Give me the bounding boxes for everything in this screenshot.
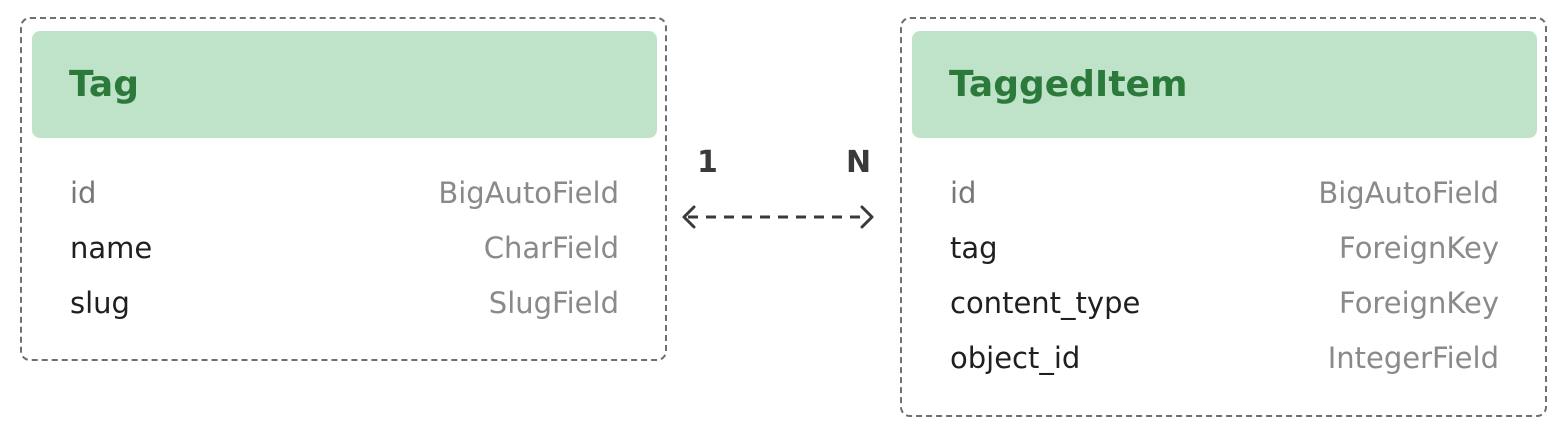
entity-header: Tag <box>32 31 657 138</box>
field-type: ForeignKey <box>1339 285 1499 320</box>
field-name: id <box>950 175 977 210</box>
entity-header: TaggedItem <box>912 31 1537 138</box>
field-row: slug SlugField <box>70 275 619 330</box>
entity-title: Tag <box>69 64 139 105</box>
arrowhead-left-icon <box>682 205 696 229</box>
arrowhead-right-icon <box>860 205 874 229</box>
field-name: tag <box>950 230 998 265</box>
field-row: name CharField <box>70 220 619 275</box>
field-list: id BigAutoField tag ForeignKey content_t… <box>950 165 1499 385</box>
left-cardinality-label: 1 <box>697 145 718 180</box>
relationship-arrow <box>682 205 874 229</box>
field-type: IntegerField <box>1327 340 1499 375</box>
field-name: name <box>70 230 153 265</box>
field-name: id <box>70 175 97 210</box>
field-list: id BigAutoField name CharField slug Slug… <box>70 165 619 330</box>
field-row: content_type ForeignKey <box>950 275 1499 330</box>
field-type: BigAutoField <box>1318 175 1499 210</box>
field-row: id BigAutoField <box>950 165 1499 220</box>
entity-taggeditem: TaggedItem id BigAutoField tag ForeignKe… <box>900 17 1547 417</box>
field-type: SlugField <box>488 285 619 320</box>
field-name: object_id <box>950 340 1081 375</box>
field-row: tag ForeignKey <box>950 220 1499 275</box>
right-cardinality-label: N <box>846 145 872 180</box>
field-type: BigAutoField <box>438 175 619 210</box>
field-row: id BigAutoField <box>70 165 619 220</box>
field-name: slug <box>70 285 130 320</box>
field-name: content_type <box>950 285 1141 320</box>
field-row: object_id IntegerField <box>950 330 1499 385</box>
field-type: CharField <box>483 230 619 265</box>
entity-tag: Tag id BigAutoField name CharField slug … <box>20 17 667 361</box>
entity-title: TaggedItem <box>949 64 1188 105</box>
field-type: ForeignKey <box>1339 230 1499 265</box>
